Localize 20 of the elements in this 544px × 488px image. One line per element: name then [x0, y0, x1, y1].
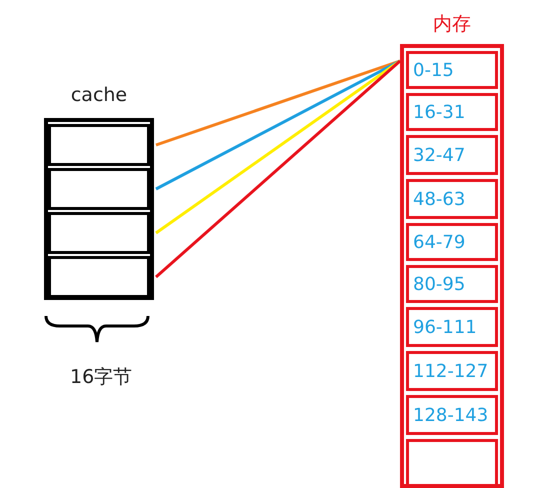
line-cell	[48, 168, 150, 210]
memory-block: 32-47	[406, 135, 498, 175]
line-cell	[48, 212, 150, 254]
memory-block: 16-31	[406, 93, 498, 131]
block-heading: 内存	[432, 12, 472, 37]
memory-block: 112-127	[406, 351, 498, 391]
connector-line	[155, 60, 401, 234]
memory-block: 64-79	[406, 223, 498, 261]
memory-block: 128-143	[406, 395, 498, 435]
line-cell	[48, 256, 150, 298]
block-heading: cache	[70, 83, 128, 108]
line-cell	[48, 124, 150, 166]
connector-line	[155, 60, 401, 278]
memory-block: 96-111	[406, 307, 498, 347]
connector-line	[156, 60, 400, 146]
connector-line	[155, 60, 401, 190]
width-label: 16字节	[70, 365, 132, 390]
memory-block: 0-15	[406, 51, 498, 89]
memory-block: 80-95	[406, 265, 498, 303]
memory-block: 48-63	[406, 179, 498, 219]
